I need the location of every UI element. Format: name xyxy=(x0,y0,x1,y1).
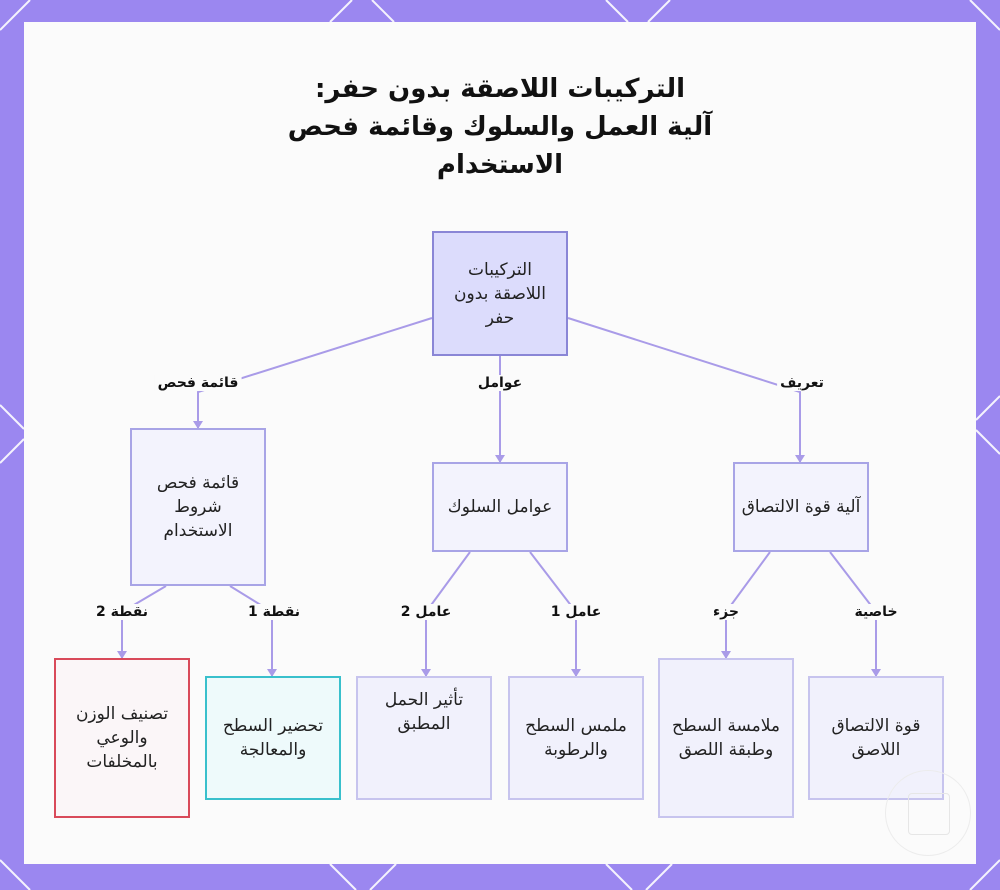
edge-label-factors: عوامل xyxy=(474,375,526,391)
node-load-effect: تأثير الحمل المطبق xyxy=(356,676,492,800)
node-surface-texture-label: ملمس السطح والرطوبة xyxy=(525,716,627,760)
node-checklist-label: قائمة فحص شروط الاستخدام xyxy=(156,473,240,541)
watermark-logo xyxy=(885,770,971,856)
edge-label-part: جزء xyxy=(710,604,742,620)
edge-label-factor-1: عامل 1 xyxy=(547,604,605,620)
node-factors: عوامل السلوك xyxy=(432,462,568,552)
edge-root-checklist xyxy=(197,317,433,428)
edge-label-checklist: قائمة فحص xyxy=(154,375,242,391)
edge-label-definition: تعريف xyxy=(777,375,827,391)
edge-label-property: خاصية xyxy=(851,604,901,620)
node-load-effect-label: تأثير الحمل المطبق xyxy=(384,690,464,734)
edge-root-mechanism xyxy=(567,317,801,462)
diagram-title: التركيبات اللاصقة بدون حفر: آلية العمل و… xyxy=(200,70,800,184)
node-adhesive-strength-label: قوة الالتصاق اللاصق xyxy=(831,716,921,760)
title-line-3: الاستخدام xyxy=(436,150,564,180)
node-checklist: قائمة فحص شروط الاستخدام xyxy=(130,428,266,586)
edge-checklist-weight xyxy=(121,585,167,658)
title-line-2: آلية العمل والسلوك وقائمة فحص xyxy=(287,112,713,142)
title-line-1: التركيبات اللاصقة بدون حفر: xyxy=(314,74,686,104)
node-weight-rating-label: تصنيف الوزن والوعي بالمخلفات xyxy=(75,704,169,772)
node-root-label: التركيبات اللاصقة بدون حفر xyxy=(454,259,546,328)
node-surface-prep: تحضير السطح والمعالجة xyxy=(205,676,341,800)
node-surface-texture: ملمس السطح والرطوبة xyxy=(508,676,644,800)
node-weight-rating: تصنيف الوزن والوعي بالمخلفات xyxy=(54,658,190,818)
node-mechanism: آلية قوة الالتصاق xyxy=(733,462,869,552)
node-surface-contact: ملامسة السطح وطبقة اللصق xyxy=(658,658,794,818)
node-root: التركيبات اللاصقة بدون حفر xyxy=(432,231,568,356)
node-factors-label: عوامل السلوك xyxy=(447,497,553,517)
edge-label-factor-2: عامل 2 xyxy=(397,604,455,620)
edge-label-point-1: نقطة 1 xyxy=(244,604,304,620)
node-surface-contact-label: ملامسة السطح وطبقة اللصق xyxy=(671,716,781,760)
node-mechanism-label: آلية قوة الالتصاق xyxy=(741,497,861,517)
node-surface-prep-label: تحضير السطح والمعالجة xyxy=(222,716,324,760)
edge-label-point-2: نقطة 2 xyxy=(92,604,152,620)
edge-checklist-prep xyxy=(229,585,273,676)
watermark-logo-mark xyxy=(908,793,950,835)
node-adhesive-strength: قوة الالتصاق اللاصق xyxy=(808,676,944,800)
